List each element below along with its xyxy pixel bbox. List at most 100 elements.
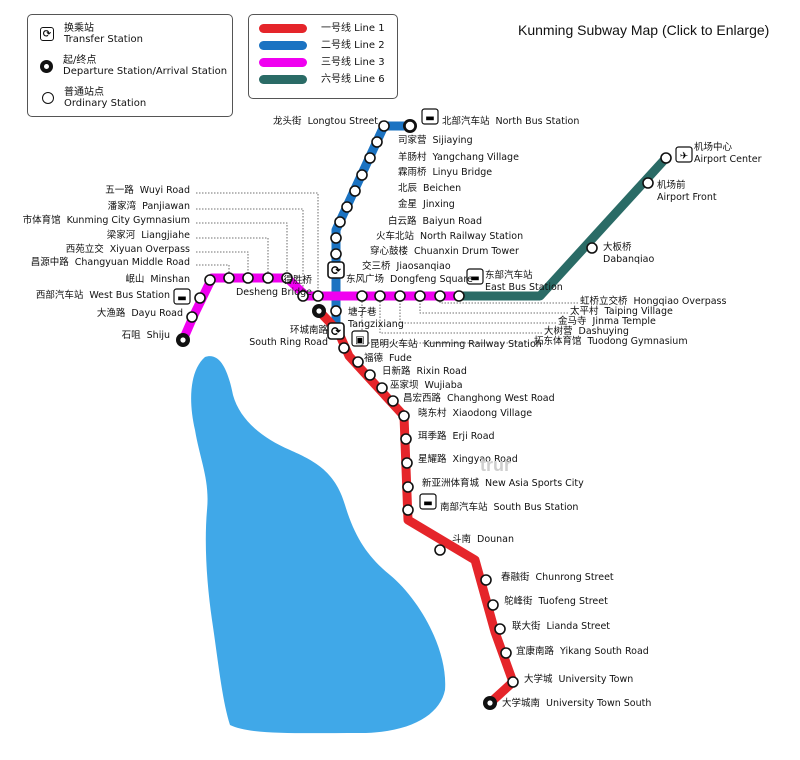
station-yikang[interactable]: [500, 647, 512, 659]
station-changyuan[interactable]: [223, 272, 235, 284]
station-lianda[interactable]: [494, 623, 506, 635]
station-fude[interactable]: [352, 356, 364, 368]
station-yangchang[interactable]: [371, 136, 383, 148]
transfer-station-dongfeng[interactable]: [327, 261, 345, 279]
station-beichen[interactable]: [356, 169, 368, 181]
station-airportfront[interactable]: [642, 177, 654, 189]
station-dashuying[interactable]: [374, 290, 386, 302]
station-name-zh: 五一路: [105, 184, 134, 196]
station-wuyi[interactable]: [312, 290, 324, 302]
station-westbus[interactable]: [194, 292, 206, 304]
station-chuanxin[interactable]: [330, 232, 342, 244]
station-southbus[interactable]: [402, 504, 414, 516]
station-airport[interactable]: [660, 152, 672, 164]
station-changhong[interactable]: [387, 395, 399, 407]
station-liangjiahe[interactable]: [262, 272, 274, 284]
station-xiaodong[interactable]: [398, 410, 410, 422]
map-title[interactable]: Kunming Subway Map (Click to Enlarge): [518, 22, 770, 38]
line-6[interactable]: [454, 153, 671, 301]
station-jinma[interactable]: [394, 290, 406, 302]
station-hongqiao[interactable]: [434, 290, 446, 302]
station-newasia[interactable]: [402, 481, 414, 493]
station-kmrail[interactable]: [338, 342, 350, 354]
station-univtown[interactable]: [507, 676, 519, 688]
station-name-en: Airport Center: [694, 154, 762, 165]
station-name-zh: 火车北站: [376, 230, 415, 242]
station-wujiaba[interactable]: [376, 382, 388, 394]
station-tangzixiang[interactable]: [330, 305, 342, 317]
station-chunrong[interactable]: [480, 574, 492, 586]
station-gymnasium[interactable]: [281, 272, 293, 284]
station-rixin[interactable]: [364, 369, 376, 381]
station-xingyao[interactable]: [401, 457, 413, 469]
legend-line-4: 六号线 Line 6: [259, 74, 385, 85]
station-dounan[interactable]: [434, 544, 446, 556]
station-name-en: Taiping Village: [604, 306, 673, 317]
station-tuofeng[interactable]: [487, 599, 499, 611]
station-eastbus[interactable]: [453, 290, 465, 302]
station-taiping[interactable]: [414, 290, 426, 302]
station-panjiawan[interactable]: [297, 290, 309, 302]
station-northrail[interactable]: [334, 216, 346, 228]
transfer-station-southring[interactable]: [327, 322, 345, 340]
station-jinxing[interactable]: [349, 185, 361, 197]
station-minshan[interactable]: [204, 274, 216, 286]
station-dayu[interactable]: [186, 311, 198, 323]
station-jiaosanqiao[interactable]: [330, 248, 342, 260]
station-baiyun[interactable]: [341, 201, 353, 213]
station-erji[interactable]: [400, 433, 412, 445]
station-sijiaying[interactable]: [378, 120, 390, 132]
station-name-zh: 春融街: [501, 571, 530, 583]
station-dabanqiao[interactable]: [586, 242, 598, 254]
station-tuodong[interactable]: [356, 290, 368, 302]
station-northbus[interactable]: [404, 120, 416, 132]
station-xiyuan[interactable]: [242, 272, 254, 284]
station-linyu[interactable]: [364, 152, 376, 164]
